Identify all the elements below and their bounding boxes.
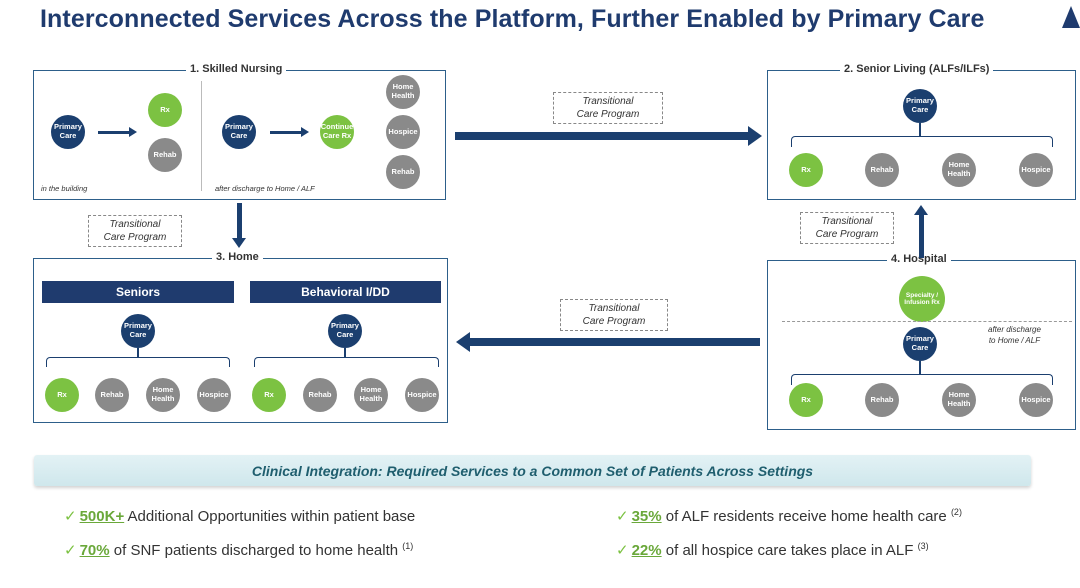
stat-opportunities: ✓500K+ Additional Opportunities within p… — [64, 507, 415, 525]
behavioral-rehab-node: Rehab — [303, 378, 337, 412]
sn-home-health-node: Home Health — [386, 75, 420, 109]
sn-note-in-building: in the building — [41, 184, 88, 193]
check-icon: ✓ — [64, 508, 77, 525]
hospital-rx-node: Rx — [789, 383, 823, 417]
tcp-label-right-line-1: Transitional — [821, 216, 873, 227]
hospital-title: 4. Hospital — [887, 253, 951, 265]
home-title: 3. Home — [212, 251, 263, 263]
sn-discharge-rehab-node: Rehab — [386, 155, 420, 189]
sl-rx-node: Rx — [789, 153, 823, 187]
hospital-rehab-node: Rehab — [865, 383, 899, 417]
tcp-label-left: Transitional Care Program — [88, 215, 182, 247]
hospital-panel: 4. Hospital Specialty / Infusion Rx afte… — [767, 253, 1076, 430]
stat-snf-discharge-ref: (1) — [402, 541, 414, 551]
sl-connector — [919, 123, 921, 136]
seniors-bracket — [46, 357, 230, 367]
sn-note-after-discharge: after discharge to Home / ALF — [215, 184, 315, 193]
tcp-label-right-line-2: Care Program — [815, 229, 879, 240]
check-icon: ✓ — [616, 508, 629, 525]
skilled-nursing-title: 1. Skilled Nursing — [186, 63, 287, 75]
seniors-section-bar: Seniors — [42, 281, 234, 303]
tcp-label-top-line-2: Care Program — [576, 109, 640, 120]
hospital-note: after discharge to Home / ALF — [988, 324, 1041, 346]
stat-alf-home-health: ✓35% of ALF residents receive home healt… — [616, 507, 962, 525]
sl-primary-care-node: Primary Care — [903, 89, 937, 123]
hospital-bracket — [791, 374, 1053, 385]
senior-living-panel: 2. Senior Living (ALFs/ILFs) Primary Car… — [767, 63, 1076, 200]
sn-discharge-primary-care-node: Primary Care — [222, 115, 256, 149]
arrow-hospital-to-home — [456, 332, 760, 352]
arrow-skilled-nursing-to-home — [232, 203, 246, 248]
hospital-home-health-node: Home Health — [942, 383, 976, 417]
tcp-label-bottom-line-2: Care Program — [582, 316, 646, 327]
hospital-specialty-infusion-rx-node: Specialty / Infusion Rx — [899, 276, 945, 322]
sn-continue-care-rx-node: Continue Care Rx — [320, 115, 354, 149]
tcp-label-left-line-1: Transitional — [109, 219, 161, 230]
skilled-nursing-panel: 1. Skilled Nursing Primary Care Rx Rehab… — [33, 63, 446, 200]
behavioral-rx-node: Rx — [252, 378, 286, 412]
clinical-integration-banner: Clinical Integration: Required Services … — [34, 455, 1031, 486]
sl-bracket — [791, 136, 1053, 147]
sl-rehab-node: Rehab — [865, 153, 899, 187]
sn-rx-node: Rx — [148, 93, 182, 127]
seniors-home-health-node: Home Health — [146, 378, 180, 412]
hospital-hospice-node: Hospice — [1019, 383, 1053, 417]
behavioral-bracket — [254, 357, 439, 367]
hospital-primary-care-node: Primary Care — [903, 327, 937, 361]
behavioral-section-bar: Behavioral I/DD — [250, 281, 441, 303]
hospital-dashed-divider — [782, 321, 1072, 322]
page-title: Interconnected Services Across the Platf… — [40, 5, 985, 33]
sl-hospice-node: Hospice — [1019, 153, 1053, 187]
stat-hospice-alf-ref: (3) — [917, 541, 929, 551]
arrow-skilled-nursing-to-senior-living — [455, 126, 762, 146]
stat-opportunities-value: 500K+ — [79, 508, 125, 525]
sn-divider — [201, 81, 202, 191]
stat-snf-discharge: ✓70% of SNF patients discharged to home … — [64, 541, 413, 559]
check-icon: ✓ — [64, 542, 77, 559]
stat-opportunities-text: Additional Opportunities within patient … — [124, 508, 416, 525]
stat-snf-discharge-text: of SNF patients discharged to home healt… — [109, 542, 403, 559]
tcp-label-top-line-1: Transitional — [582, 96, 634, 107]
behavioral-connector — [344, 348, 346, 357]
behavioral-hospice-node: Hospice — [405, 378, 439, 412]
sn-arrow-to-continue-care — [270, 127, 309, 137]
stat-alf-home-health-ref: (2) — [950, 507, 962, 517]
arrow-hospital-to-senior-living — [914, 205, 928, 258]
logo-accent-icon — [1062, 6, 1080, 28]
sn-rehab-node: Rehab — [148, 138, 182, 172]
sn-arrow-to-rx — [98, 127, 137, 137]
seniors-rehab-node: Rehab — [95, 378, 129, 412]
stat-alf-home-health-value: 35% — [631, 508, 662, 525]
tcp-label-left-line-2: Care Program — [103, 232, 167, 243]
tcp-label-bottom: Transitional Care Program — [560, 299, 668, 331]
behavioral-primary-care-node: Primary Care — [328, 314, 362, 348]
stat-hospice-alf: ✓22% of all hospice care takes place in … — [616, 541, 929, 559]
behavioral-home-health-node: Home Health — [354, 378, 388, 412]
home-panel: 3. Home Seniors Behavioral I/DD Primary … — [33, 251, 448, 423]
hospital-note-line-2: to Home / ALF — [988, 336, 1041, 345]
hospital-connector — [919, 361, 921, 374]
seniors-primary-care-node: Primary Care — [121, 314, 155, 348]
check-icon: ✓ — [616, 542, 629, 559]
stat-hospice-alf-text: of all hospice care takes place in ALF — [661, 542, 918, 559]
seniors-hospice-node: Hospice — [197, 378, 231, 412]
senior-living-title: 2. Senior Living (ALFs/ILFs) — [840, 63, 994, 75]
stat-hospice-alf-value: 22% — [631, 542, 662, 559]
sn-hospice-node: Hospice — [386, 115, 420, 149]
stat-snf-discharge-value: 70% — [79, 542, 110, 559]
sn-primary-care-node: Primary Care — [51, 115, 85, 149]
seniors-rx-node: Rx — [45, 378, 79, 412]
sl-home-health-node: Home Health — [942, 153, 976, 187]
tcp-label-bottom-line-1: Transitional — [588, 303, 640, 314]
tcp-label-top: Transitional Care Program — [553, 92, 663, 124]
stat-alf-home-health-text: of ALF residents receive home health car… — [661, 508, 951, 525]
hospital-note-line-1: after discharge — [988, 325, 1041, 334]
tcp-label-right: Transitional Care Program — [800, 212, 894, 244]
seniors-connector — [137, 348, 139, 357]
